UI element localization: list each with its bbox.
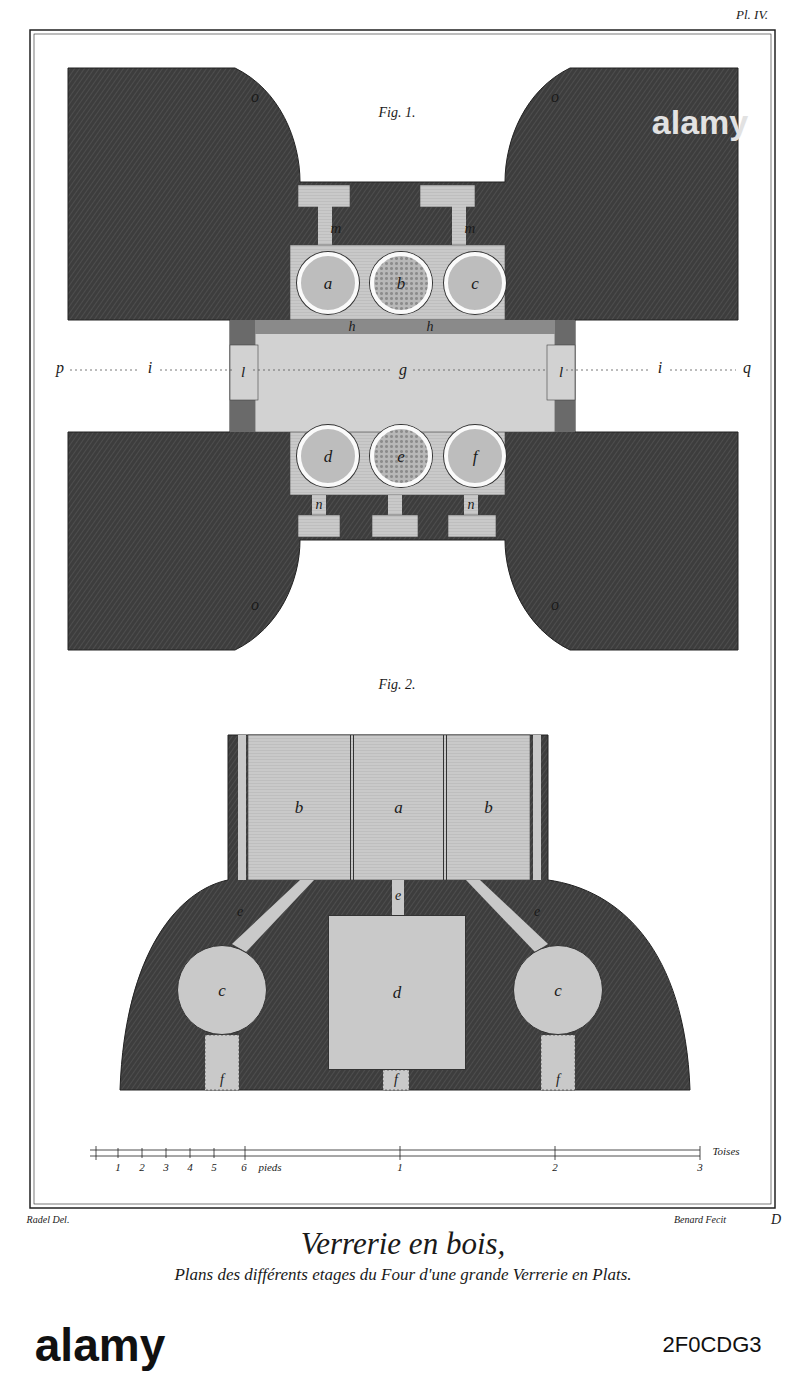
fire-chamber: a [350,735,447,880]
part-letter: h [349,320,356,334]
part-letter: f [473,448,478,465]
scale-number: 1 [397,1162,403,1173]
ash-chamber: b [248,735,350,880]
part-letter: c [554,982,562,999]
scale-number: 2 [552,1162,558,1173]
part-letter: m [465,221,476,236]
part-letter: f [220,1073,224,1087]
engraver-credit: Benard Fecit [674,1215,726,1225]
watermark: alamy [652,105,748,139]
plate-title: Verrerie en bois, [301,1228,506,1259]
ash-chamber: b [447,735,530,880]
scale-number: 5 [211,1162,217,1173]
scale-number: 3 [697,1162,703,1173]
part-letter: i [658,360,662,376]
watermark: alamy [35,1322,165,1368]
glass-pot: d [297,425,359,487]
part-letter: e [534,905,540,919]
part-letter: q [743,360,751,376]
part-letter: d [393,984,402,1001]
figure-title: Fig. 1. [379,106,416,120]
engraver-credit: Radel Del. [27,1215,70,1225]
part-letter: m [331,221,342,236]
part-letter: n [316,498,323,512]
glass-pot: c [444,252,506,314]
part-letter: e [237,905,243,919]
part-letter: o [551,89,559,105]
scale-unit: Toises [712,1146,739,1157]
part-letter: c [218,982,226,999]
annealing-arch: c [513,945,603,1035]
scale-number: 4 [187,1162,193,1173]
annealing-arch: c [177,945,267,1035]
scale-number: 1 [115,1162,121,1173]
figure-title: Fig. 2. [379,678,416,692]
part-letter: i [148,360,152,376]
glass-pot: e [370,425,432,487]
volume-mark: D [771,1213,781,1227]
part-letter: h [427,320,434,334]
part-letter: c [471,275,479,292]
part-letter: a [394,799,403,816]
part-letter: g [399,362,407,378]
part-letter: b [484,799,493,816]
part-letter: f [394,1073,398,1087]
scale-number: 3 [163,1162,169,1173]
part-letter: f [556,1073,560,1087]
glass-pot: b [370,252,432,314]
part-letter: o [251,89,259,105]
part-letter: b [295,799,304,816]
scale-unit: pieds [258,1162,281,1173]
plate-caption: Plans des différents etages du Four d'un… [174,1266,631,1283]
part-letter: p [56,360,64,376]
part-letter: e [397,448,405,465]
part-letter: a [324,275,333,292]
glass-pot: f [444,425,506,487]
scale-number: 2 [139,1162,145,1173]
part-letter: l [241,365,245,380]
part-letter: n [468,498,475,512]
part-letter: d [324,448,333,465]
part-letter: b [397,275,406,292]
scale-number: 6 [241,1162,247,1173]
glass-pot: a [297,252,359,314]
plate-number: Pl. IV. [736,8,768,21]
part-letter: o [251,597,259,613]
part-letter: e [395,889,401,903]
image-id: 2F0CDG3 [662,1334,761,1356]
part-letter: o [551,597,559,613]
part-letter: l [559,365,563,380]
fire-room: d [328,915,466,1070]
